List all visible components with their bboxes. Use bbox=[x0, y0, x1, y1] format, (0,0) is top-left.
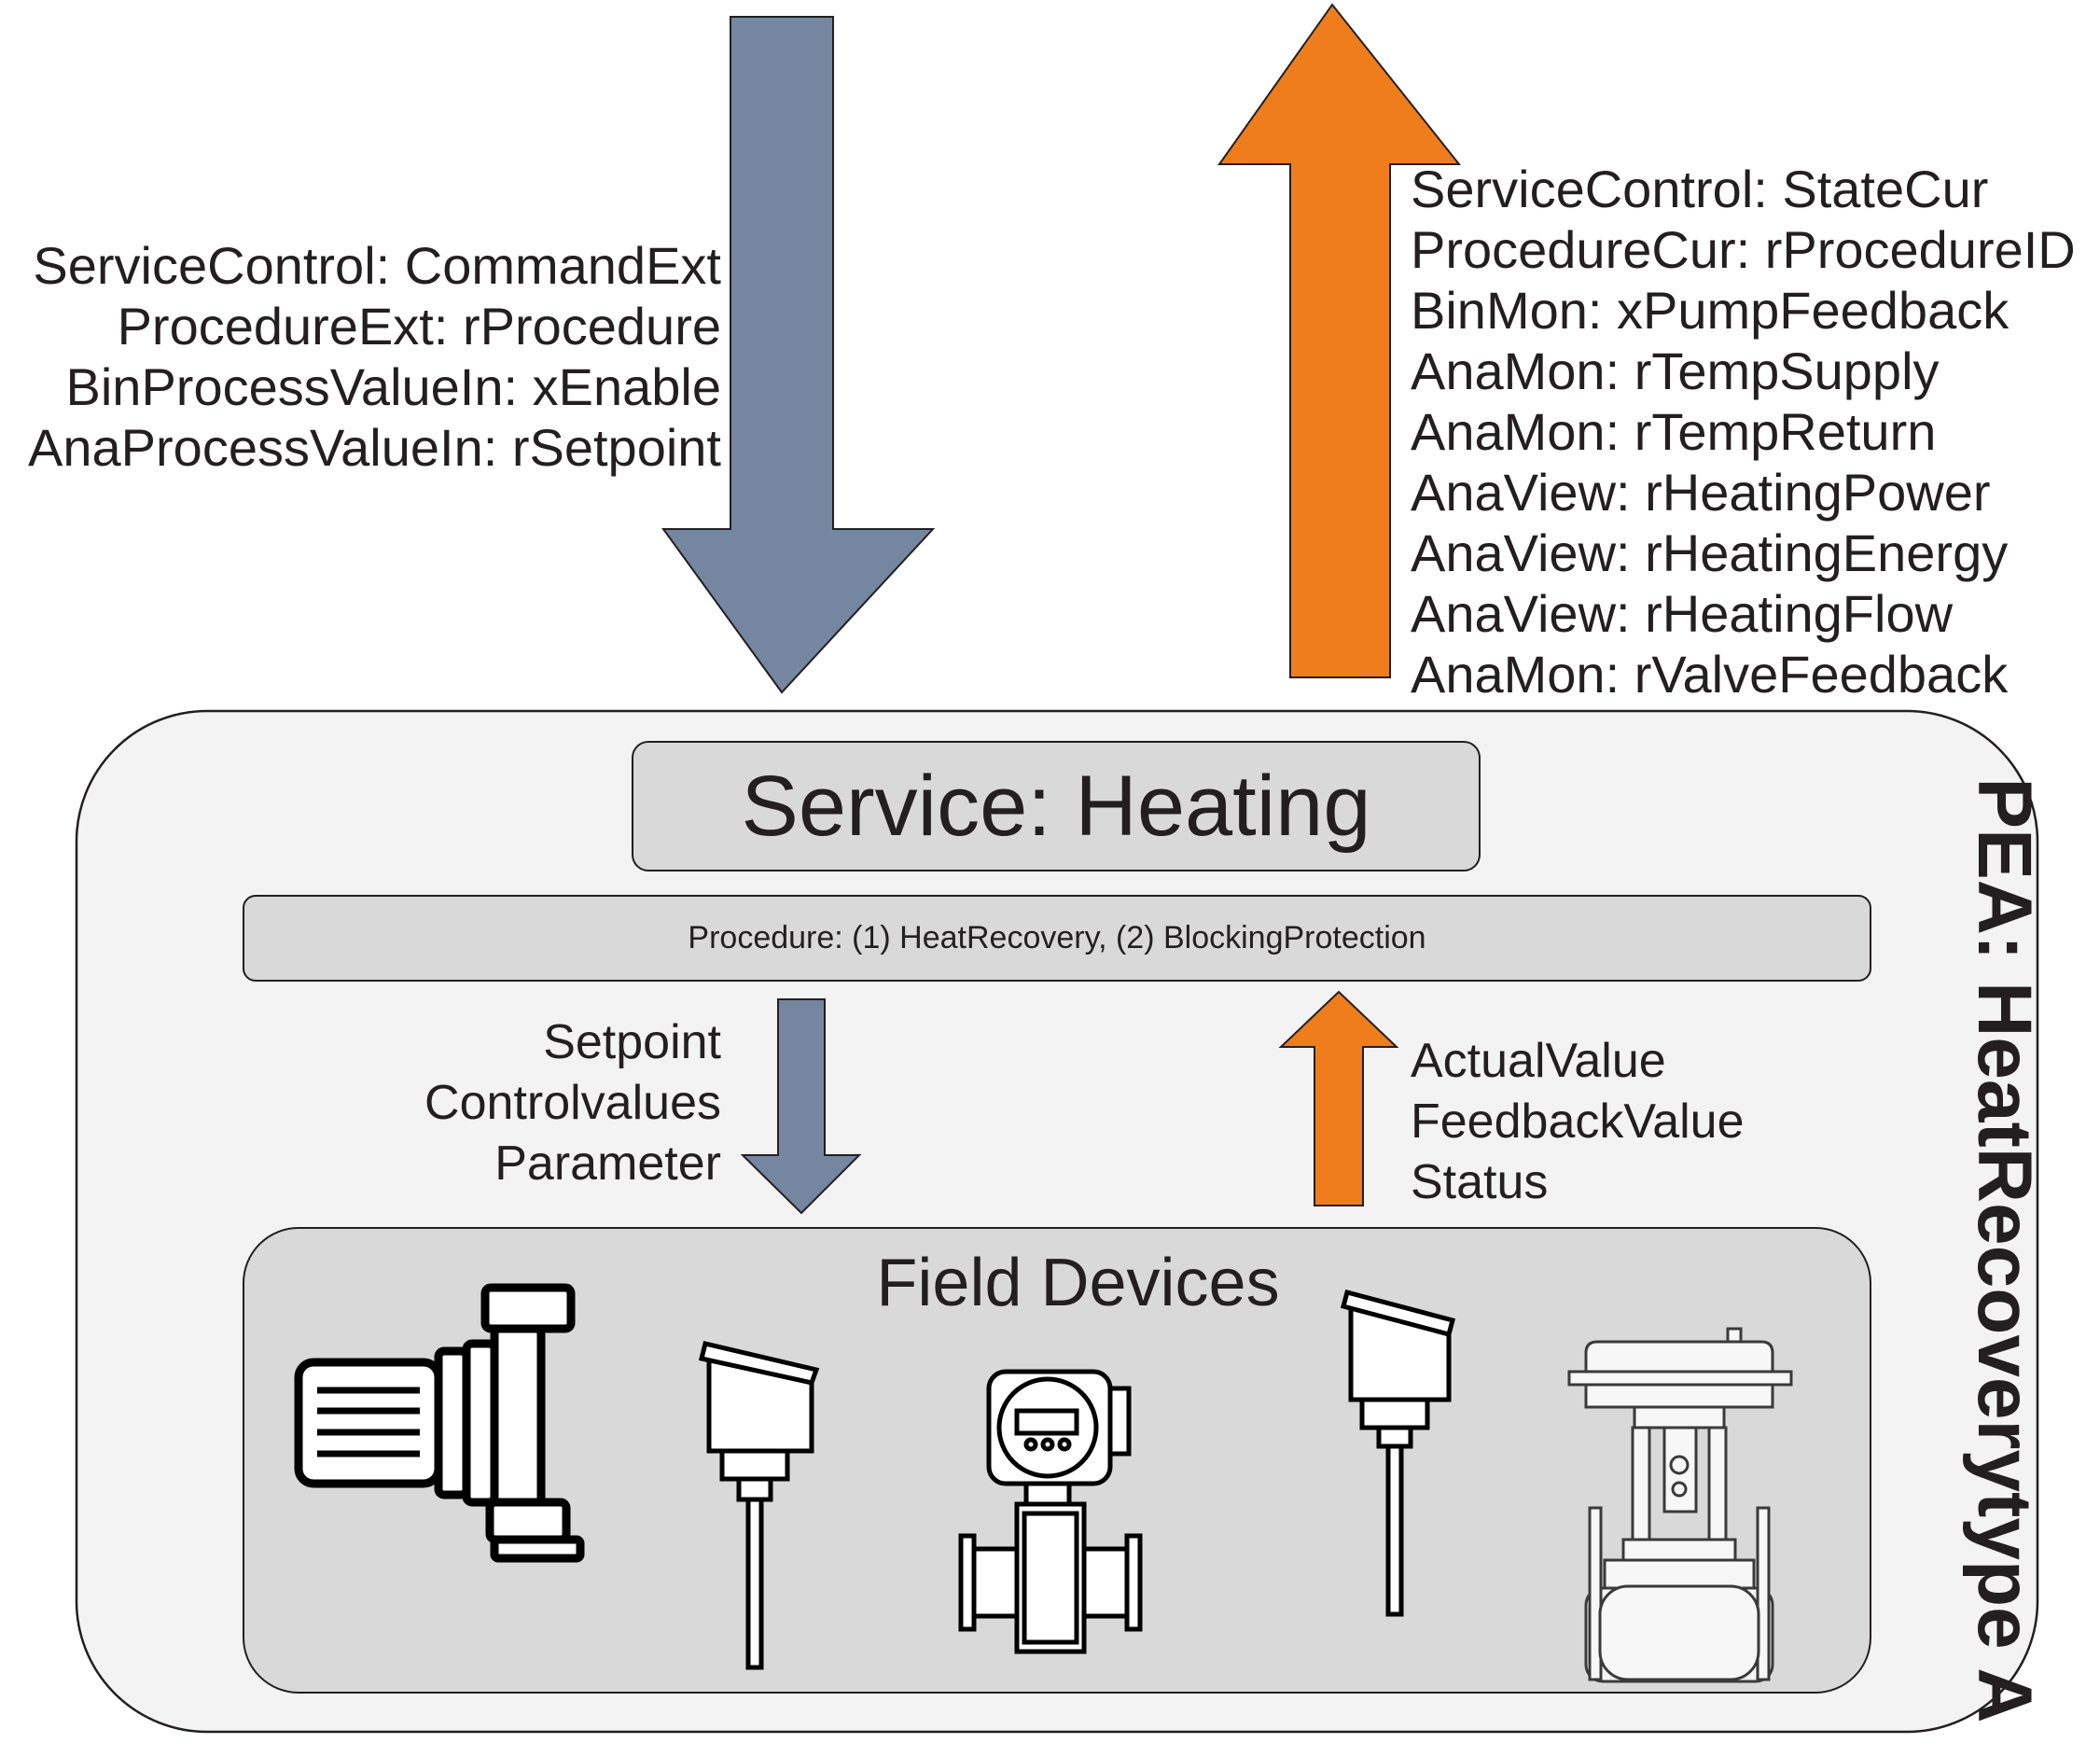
outgoing-signal: AnaView: rHeatingEnergy bbox=[1411, 523, 2009, 582]
procedure-box: Procedure: (1) HeatRecovery, (2) Blockin… bbox=[243, 895, 1871, 982]
incoming-signal: AnaProcessValueIn: rSetpoint bbox=[28, 418, 721, 477]
outgoing-signal: AnaView: rHeatingFlow bbox=[1411, 584, 1954, 643]
status-label-list: ActualValue FeedbackValue Status bbox=[1411, 1031, 1745, 1213]
setpoint-label-list: Setpoint Controlvalues Parameter bbox=[424, 1012, 721, 1194]
outgoing-signal: ServiceControl: StateCur bbox=[1411, 160, 1989, 218]
service-box: Service: Heating bbox=[632, 741, 1481, 872]
service-label: Service: Heating bbox=[741, 758, 1371, 854]
outgoing-signal: AnaView: rHeatingPower bbox=[1411, 463, 1991, 522]
outgoing-signal: BinMon: xPumpFeedback bbox=[1411, 281, 2010, 340]
control-valve-icon bbox=[1567, 1327, 1793, 1683]
outgoing-signal-list: ServiceControl: StateCur ProcedureCur: r… bbox=[1411, 159, 2076, 704]
status-arrow bbox=[1278, 990, 1399, 1206]
down-label: Setpoint bbox=[543, 1015, 721, 1069]
up-label: Status bbox=[1411, 1155, 1549, 1209]
flow-meter-icon bbox=[958, 1369, 1143, 1654]
procedure-label: Procedure: (1) HeatRecovery, (2) Blockin… bbox=[688, 920, 1426, 955]
outgoing-signal: AnaMon: rValveFeedback bbox=[1411, 645, 2009, 704]
incoming-signal: ServiceControl: CommandExt bbox=[33, 236, 721, 295]
down-label: Controlvalues bbox=[424, 1076, 721, 1130]
feedback-arrow bbox=[1217, 3, 1462, 678]
incoming-signal: ProcedureExt: rProcedure bbox=[117, 297, 721, 356]
up-label: ActualValue bbox=[1411, 1034, 1666, 1088]
up-label: FeedbackValue bbox=[1411, 1095, 1745, 1149]
outgoing-signal: AnaMon: rTempSupply bbox=[1411, 342, 1940, 400]
setpoint-arrow bbox=[740, 998, 862, 1215]
outgoing-signal: ProcedureCur: rProcedureID bbox=[1411, 220, 2076, 279]
incoming-signal-list: ServiceControl: CommandExt ProcedureExt:… bbox=[28, 235, 721, 478]
incoming-signal: BinProcessValueIn: xEnable bbox=[65, 357, 722, 416]
outgoing-signal: AnaMon: rTempReturn bbox=[1411, 402, 1937, 461]
temperature-sensor-icon bbox=[698, 1341, 820, 1670]
pea-label: PEA: HeatRecoverytype A bbox=[1962, 777, 2047, 1723]
command-arrow bbox=[661, 16, 936, 694]
field-devices-title: Field Devices bbox=[876, 1246, 1280, 1320]
pump-icon bbox=[294, 1283, 585, 1563]
temperature-sensor-icon bbox=[1340, 1289, 1456, 1617]
down-label: Parameter bbox=[494, 1136, 721, 1191]
